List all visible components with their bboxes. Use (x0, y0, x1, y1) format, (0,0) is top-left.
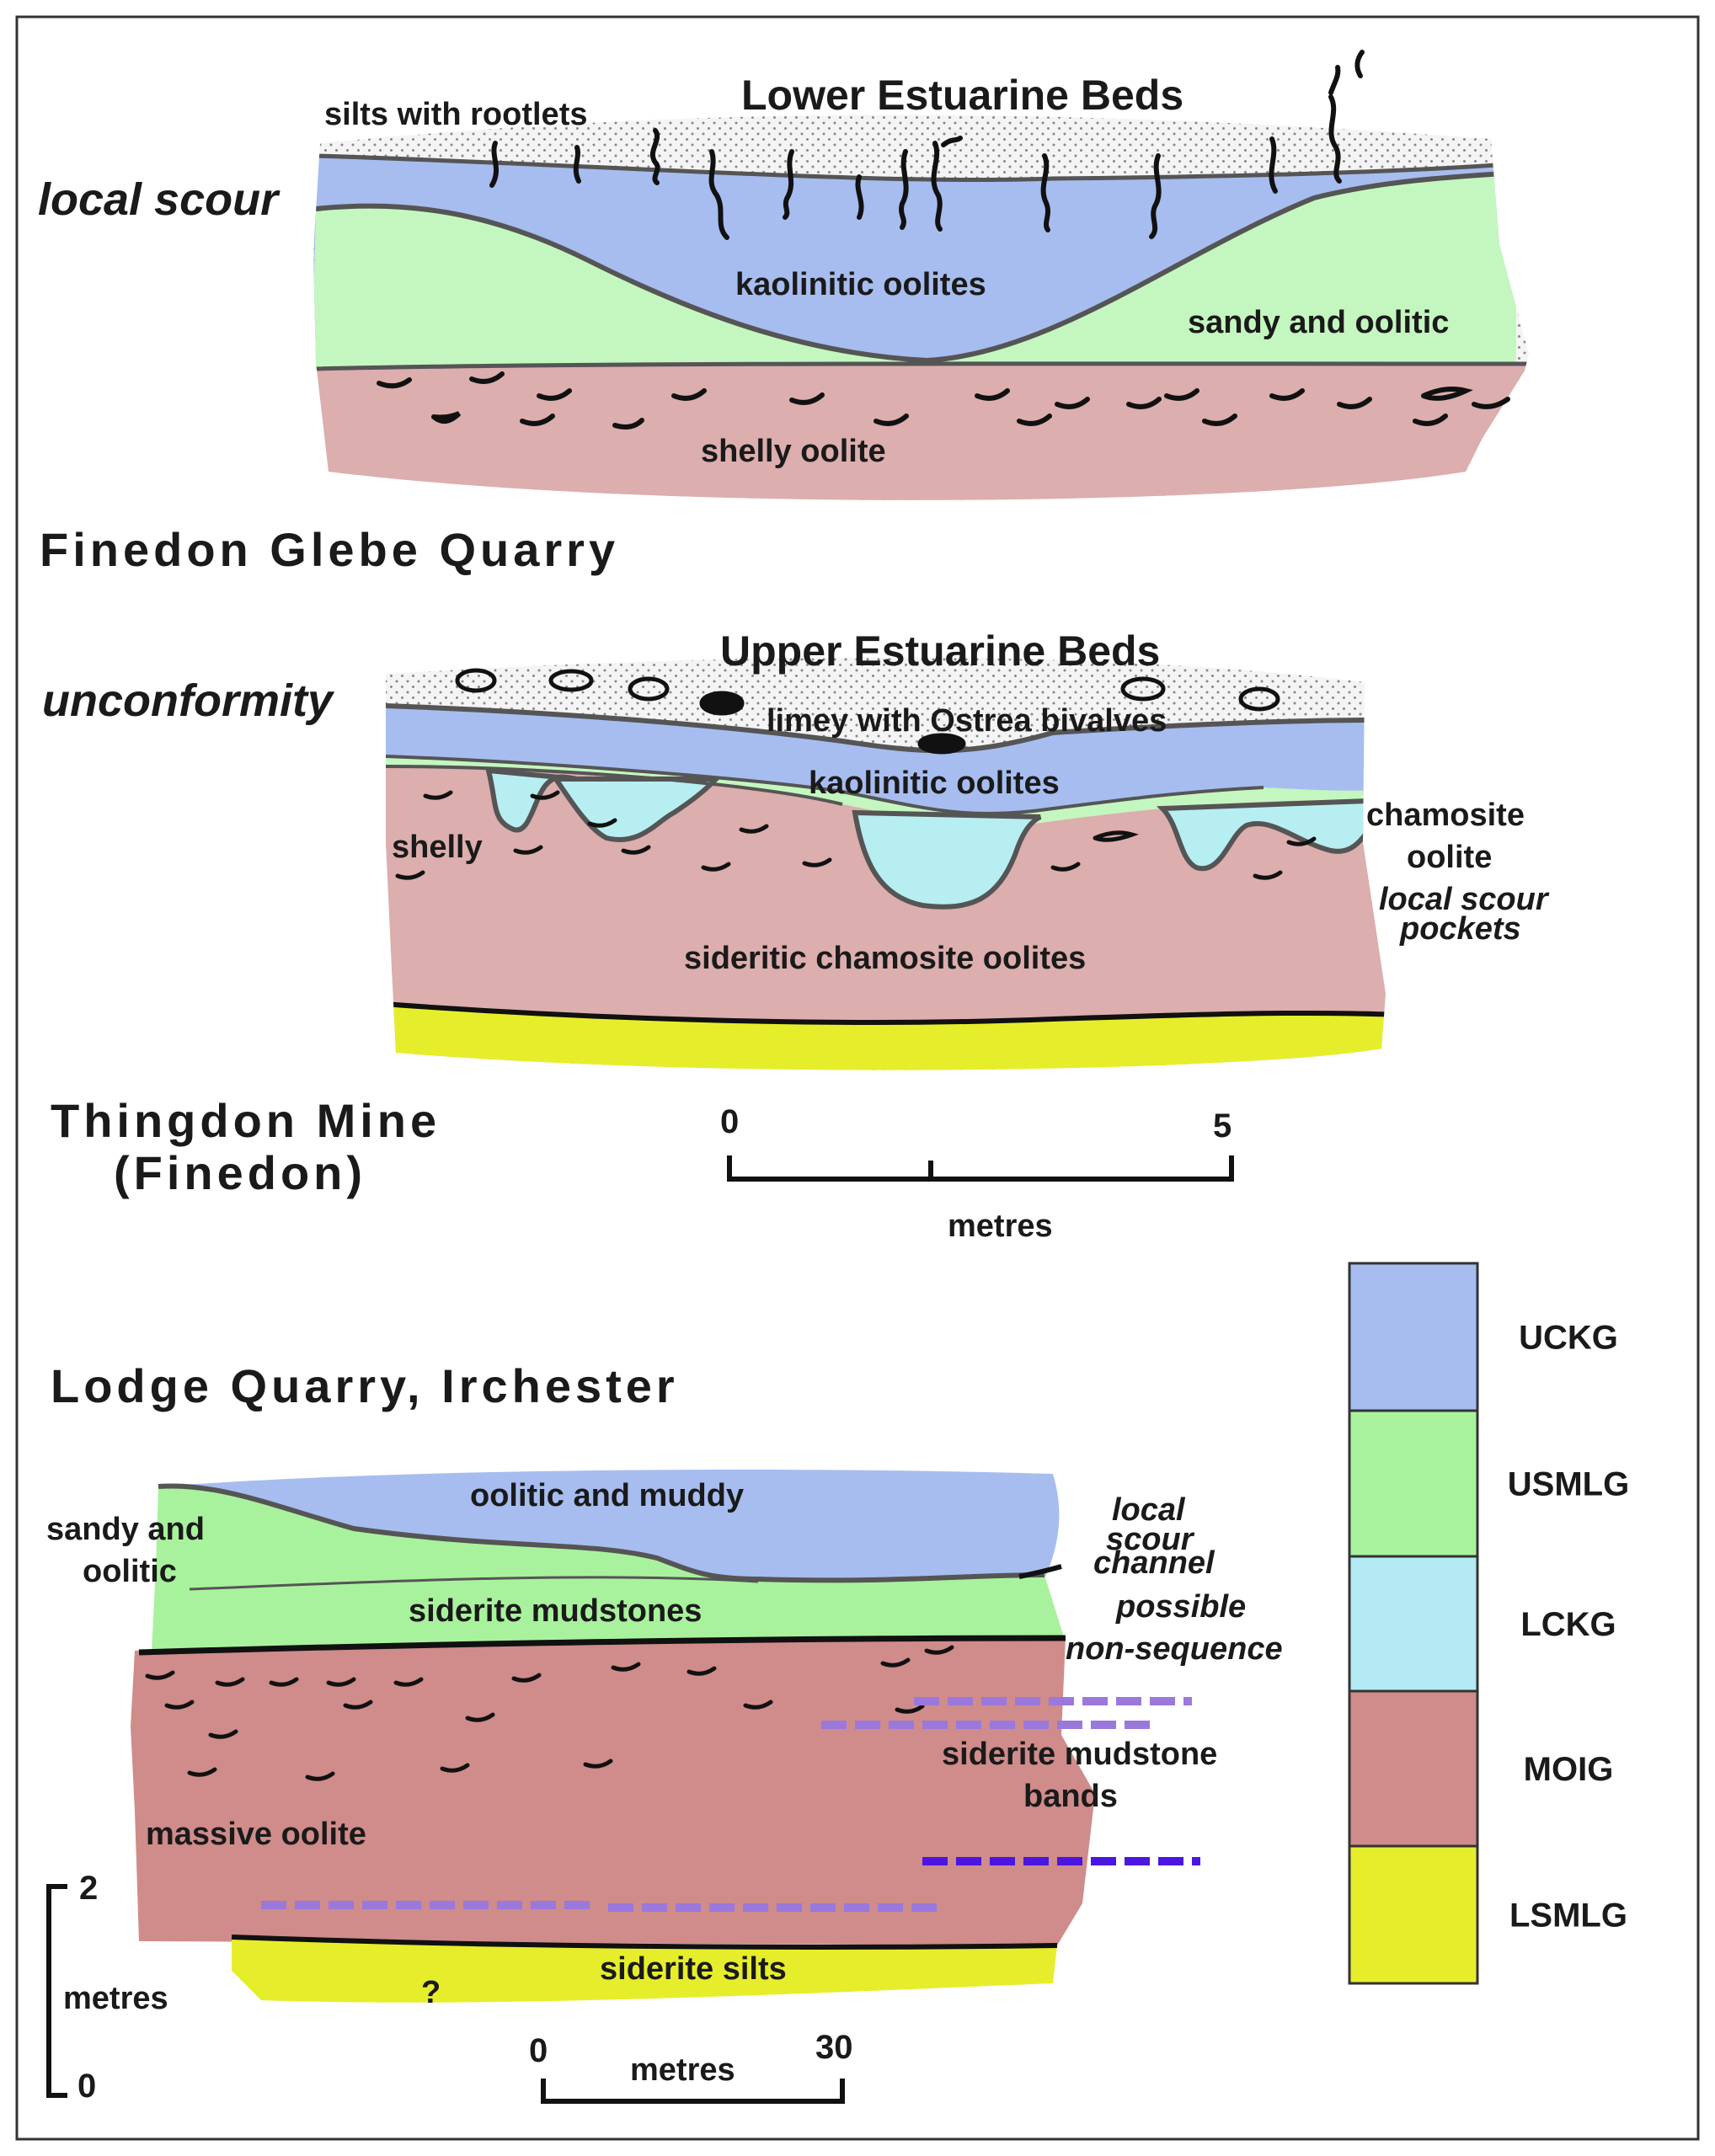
glebe-pink-layer (313, 363, 1529, 500)
hscale-start: 0 (529, 2032, 548, 2069)
label-local-scour: local scour (38, 174, 280, 225)
section-lodge-quarry: Lodge Quarry, Irchester (46, 1359, 1283, 2105)
lodge-green-layer (152, 1486, 1066, 1651)
label-scour-channel: scour (1106, 1522, 1195, 1557)
label-sandy-and-oolitic-glebe: sandy and oolitic (1188, 305, 1449, 340)
label-massive-oolite: massive oolite (146, 1817, 366, 1852)
label-unconformity: unconformity (42, 675, 335, 726)
label-kaolinitic-oolites-glebe: kaolinitic oolites (735, 267, 986, 302)
legend-swatch-moig (1348, 1689, 1479, 1848)
label-bands: bands (1023, 1779, 1118, 1814)
label-shelly: shelly (392, 830, 483, 865)
legend-label-usmlg: USMLG (1508, 1466, 1629, 1503)
thingdon-scale-bar (727, 1155, 1234, 1182)
legend-swatch-uckg (1348, 1262, 1479, 1412)
vscale-top: 2 (79, 1870, 98, 1907)
label-local-scour-pockets-2: pockets (1399, 911, 1521, 947)
hscale-unit: metres (630, 2052, 735, 2088)
shell-marks-lodge (145, 1645, 954, 1781)
thingdon-scale-start: 0 (720, 1103, 739, 1140)
shell-marks-glebe (377, 371, 1510, 430)
lodge-vertical-scale (46, 1884, 67, 2098)
label-shelly-oolite: shelly oolite (701, 434, 886, 469)
figure-frame (15, 15, 1700, 2141)
legend-label-lsmlg: LSMLG (1509, 1897, 1627, 1935)
label-chamosite: chamosite (1366, 798, 1525, 833)
siderite-mudstone-bands (261, 1697, 1200, 1912)
label-limey-with-ostrea: limey with Ostrea bivalves (767, 703, 1167, 739)
legend: UCKG USMLG LCKG MOIG LSMLG (1348, 1262, 1629, 1985)
label-kaolinitic-oolites-thingdon: kaolinitic oolites (809, 766, 1060, 801)
vscale-bottom: 0 (77, 2068, 96, 2105)
title-lodge-quarry: Lodge Quarry, Irchester (51, 1359, 679, 1412)
thingdon-scale-unit: metres (948, 1209, 1053, 1244)
label-non-sequence: non-sequence (1066, 1631, 1283, 1667)
label-query: ? (421, 1975, 441, 2010)
rootlet-marks (489, 50, 1365, 240)
label-channel: channel (1093, 1545, 1215, 1581)
title-finedon-glebe-quarry: Finedon Glebe Quarry (40, 523, 619, 576)
label-possible: possible (1115, 1589, 1246, 1625)
label-oolitic-lodge: oolitic (83, 1554, 177, 1589)
hscale-end: 30 (815, 2029, 853, 2066)
label-lower-estuarine-beds: Lower Estuarine Beds (741, 72, 1183, 119)
legend-label-lckg: LCKG (1520, 1606, 1616, 1643)
legend-label-moig: MOIG (1524, 1751, 1614, 1788)
title-finedon: (Finedon) (114, 1146, 366, 1199)
section-finedon-glebe: silts with rootlets Lower Estuarine Beds… (38, 50, 1529, 576)
legend-swatch-lckg (1348, 1555, 1479, 1693)
glebe-green-layer (313, 173, 1516, 375)
legend-swatch-lsmlg (1348, 1844, 1479, 1985)
thingdon-scale-end: 5 (1213, 1107, 1231, 1145)
label-sideritic-chamosite-oolites: sideritic chamosite oolites (684, 941, 1086, 976)
lodge-horizontal-scale (541, 2079, 845, 2104)
label-siderite-silts: siderite silts (600, 1951, 787, 1987)
label-oolite: oolite (1407, 840, 1492, 875)
ostrea-shells (455, 668, 1280, 755)
label-oolitic-and-muddy: oolitic and muddy (470, 1478, 744, 1513)
section-thingdon-mine: Upper Estuarine Beds unconformity limey … (42, 627, 1550, 1244)
thingdon-yellow-layer (386, 1004, 1386, 1070)
vscale-unit: metres (63, 1981, 168, 2016)
label-silts-with-rootlets: silts with rootlets (324, 97, 587, 132)
shell-marks-thingdon (395, 790, 1317, 880)
lodge-yellow-layer (232, 1937, 1057, 2003)
label-sandy-and-lodge: sandy and (46, 1512, 205, 1547)
label-upper-estuarine-beds: Upper Estuarine Beds (720, 627, 1160, 675)
label-local-scour-pockets-1: local scour (1379, 882, 1550, 917)
lodge-pink-layer (131, 1638, 1095, 1945)
legend-label-uckg: UCKG (1519, 1320, 1618, 1357)
label-siderite-mudstones: siderite mudstones (409, 1593, 702, 1629)
title-thingdon-mine: Thingdon Mine (51, 1094, 441, 1147)
label-local-channel: local (1112, 1492, 1186, 1528)
legend-swatch-usmlg (1348, 1409, 1479, 1558)
label-siderite-mudstone: siderite mudstone (942, 1737, 1217, 1772)
